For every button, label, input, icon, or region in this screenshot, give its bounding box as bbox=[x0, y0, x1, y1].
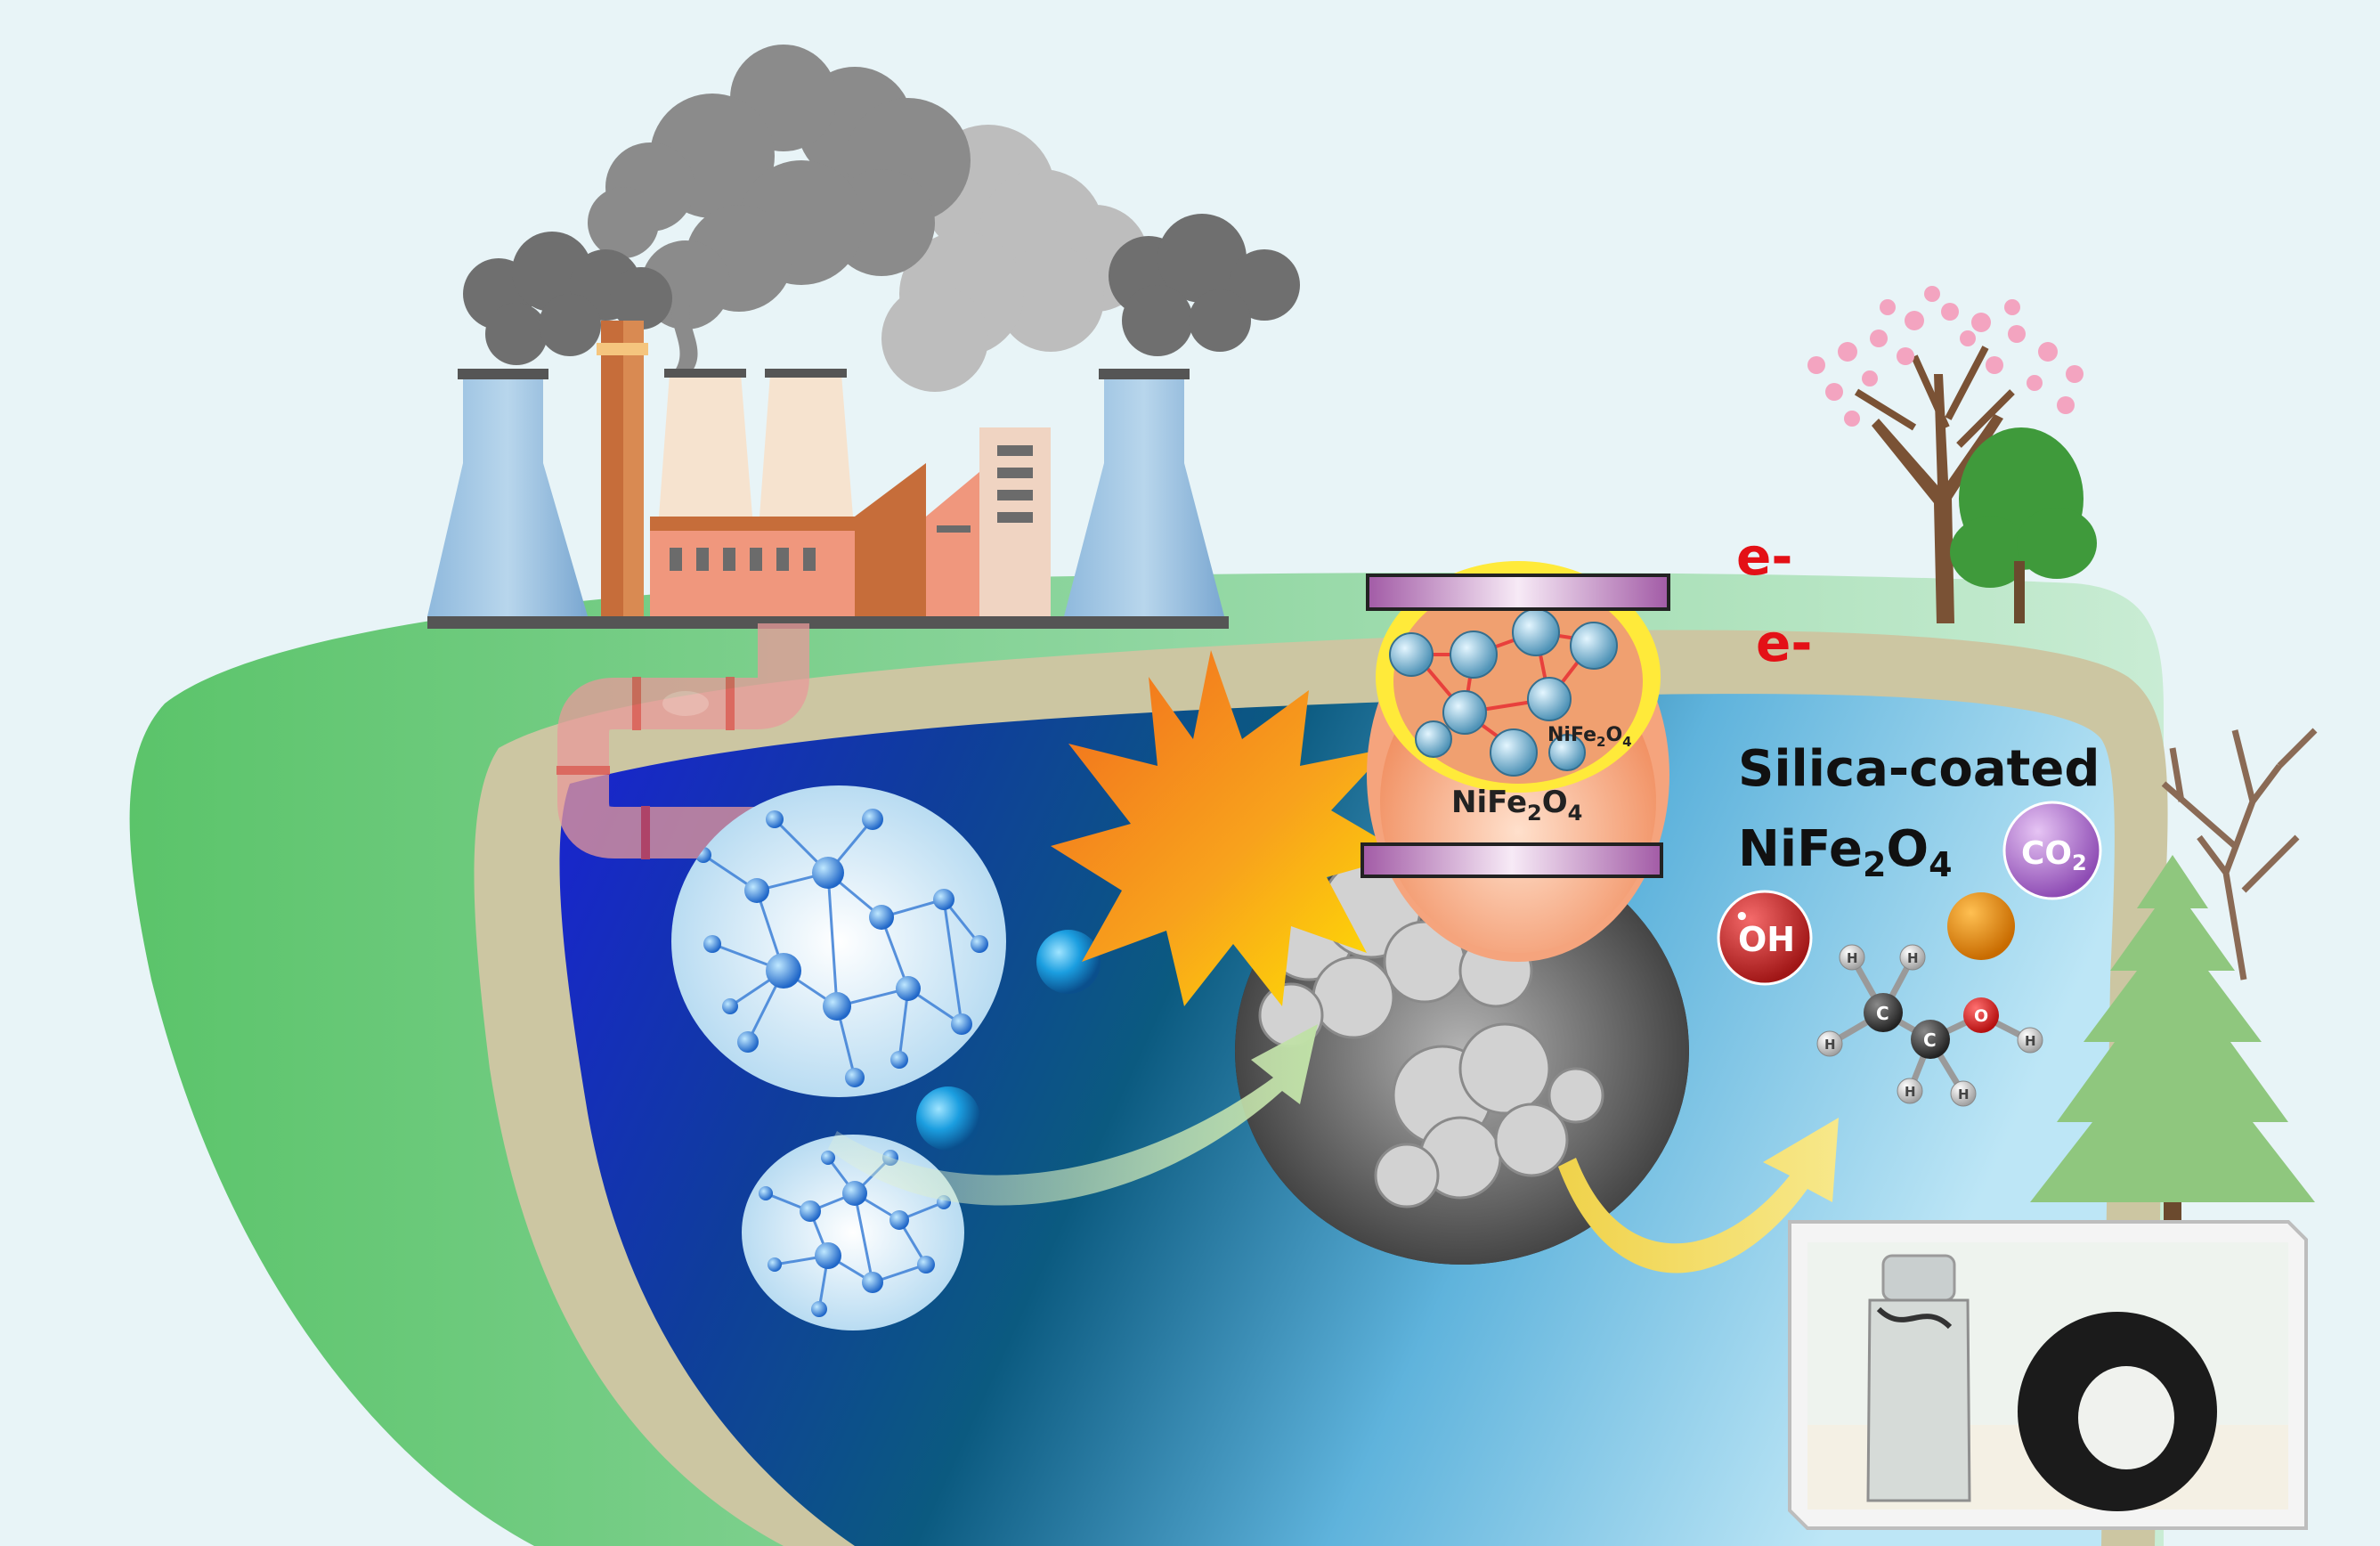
atom-h-label: H bbox=[1905, 1084, 1916, 1100]
co2-label: CO2 bbox=[2021, 835, 2087, 875]
atom-o-label: O bbox=[1974, 1006, 1988, 1026]
tree-icon bbox=[1807, 286, 2097, 623]
flow-arrow-green bbox=[828, 1024, 1318, 1206]
explosion-icon bbox=[1051, 650, 1407, 1006]
molecular-network-bubble-large bbox=[671, 785, 1006, 1097]
co2-molecule-icon: CO2 bbox=[2002, 801, 2102, 900]
nife2o4-core-shell-particle: NiFe2O4 NiFe2O4 bbox=[1361, 561, 1670, 962]
atom-h-label: H bbox=[1847, 950, 1858, 966]
radical-dot: • bbox=[1734, 904, 1750, 931]
catalyst-title-line2: NiFe2O4 bbox=[1738, 820, 1953, 884]
hydroxyl-label: OH bbox=[1738, 920, 1795, 959]
atom-h-label: H bbox=[1907, 950, 1919, 966]
bare-tree-icon bbox=[2161, 728, 2318, 980]
atom-c-label: C bbox=[1923, 1029, 1937, 1051]
smoke-cloud-icon bbox=[463, 45, 1300, 392]
flow-arrow-yellow bbox=[1558, 1118, 1839, 1273]
atom-h-label: H bbox=[1824, 1037, 1836, 1053]
electron-label-2: e- bbox=[1756, 613, 1812, 673]
orange-particle-icon bbox=[1947, 892, 2015, 960]
atom-h-label: H bbox=[1958, 1086, 1970, 1103]
water-droplet-icon bbox=[916, 930, 1101, 1151]
electrode-plate-top bbox=[1366, 574, 1670, 611]
photo-inset bbox=[1788, 1220, 2308, 1530]
atom-c-label: C bbox=[1876, 1003, 1889, 1024]
hydroxyl-radical-icon: • OH bbox=[1717, 890, 1813, 986]
catalyst-title-line1: Silica-coated bbox=[1738, 740, 2100, 798]
glass-bottle bbox=[1866, 1254, 1971, 1502]
atom-h-label: H bbox=[2025, 1033, 2036, 1049]
molecule-icon: C C O H H H H H H bbox=[1816, 944, 2043, 1107]
electron-label-1: e- bbox=[1736, 526, 1792, 587]
core-small-label: NiFe2O4 bbox=[1547, 724, 1632, 750]
electrode-plate-bottom bbox=[1361, 842, 1663, 878]
magnet-ring bbox=[2018, 1312, 2217, 1511]
factory-icon bbox=[427, 321, 1229, 629]
core-label: NiFe2O4 bbox=[1451, 785, 1582, 826]
